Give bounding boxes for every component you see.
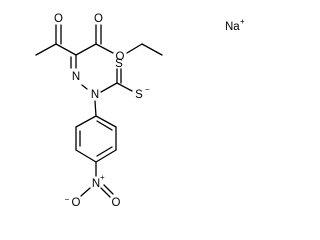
bond-nitro-n-o-single bbox=[80, 187, 91, 197]
charge-n-nitro: + bbox=[100, 173, 105, 182]
atom-n-amine: N bbox=[91, 89, 99, 101]
bond-n-n bbox=[81, 84, 88, 90]
atom-o-nitro-single: O bbox=[72, 197, 81, 209]
charge-o-nitro-single: − bbox=[65, 195, 70, 204]
atom-s-thiolate: S bbox=[135, 89, 143, 101]
atom-o-nitro-double: O bbox=[112, 197, 121, 209]
atom-n-nitro: N bbox=[92, 178, 100, 190]
counterion: Na + bbox=[225, 17, 245, 33]
atom-o-ester-carbonyl: O bbox=[94, 13, 103, 25]
charge-s-thiolate: − bbox=[145, 85, 150, 94]
bond-n-aryl bbox=[94, 100, 97, 117]
bonds bbox=[35, 24, 163, 198]
bond-n-cs2 bbox=[100, 82, 118, 93]
bond-ring-6 bbox=[75, 115, 97, 128]
atom-labels: O O O N N S S − N + O − O bbox=[54, 13, 150, 209]
atom-o-ester-ether: O bbox=[116, 51, 125, 63]
bond-ester-c-o-ether bbox=[95, 43, 114, 54]
bond-ring-inner-1 bbox=[96, 120, 113, 131]
bond-o-ethyl-ch2 bbox=[126, 43, 143, 54]
chemical-structure: O O O N N S S − N + O − O Na + bbox=[35, 13, 245, 209]
counterion-na-charge: + bbox=[240, 17, 245, 26]
bond-acetyl-central bbox=[55, 43, 77, 56]
bond-c-s-thiolate bbox=[116, 82, 133, 92]
bond-ethyl-ch2-ch3 bbox=[141, 43, 163, 56]
bond-central-ester-c bbox=[75, 43, 97, 56]
atom-s-thione: S bbox=[115, 58, 123, 70]
bond-nitro-n-o-double-2 bbox=[103, 184, 114, 195]
bond-ring-4 bbox=[75, 149, 97, 163]
counterion-na: Na bbox=[225, 21, 240, 33]
bond-ring-inner-2 bbox=[96, 146, 113, 157]
bond-nitro-n-o-double-1 bbox=[100, 187, 111, 198]
bond-ring-3 bbox=[95, 149, 117, 163]
atom-n-imine: N bbox=[72, 71, 80, 83]
bond-methyl-c bbox=[35, 43, 57, 56]
atom-o-ketone: O bbox=[54, 13, 63, 25]
bond-ring-1 bbox=[95, 115, 117, 128]
